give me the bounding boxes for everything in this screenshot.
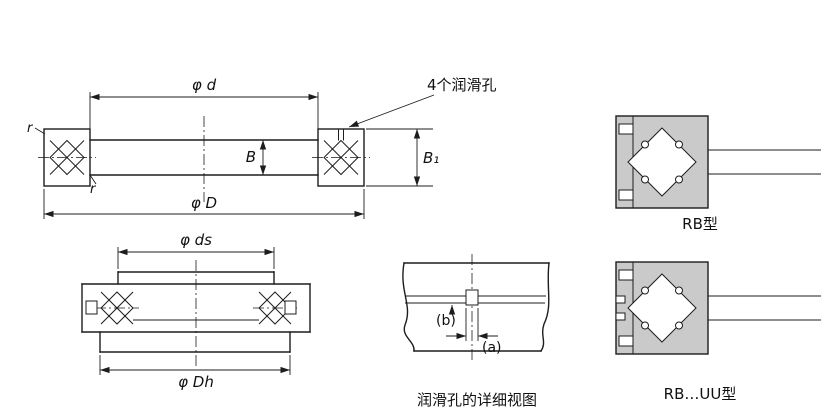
- rb-uu-type-section-view: RB…UU型: [615, 261, 821, 403]
- spacer-detail: [641, 286, 649, 295]
- spacer-detail: [675, 321, 683, 330]
- plug-detail: [284, 300, 297, 315]
- clamp-detail-top: [618, 123, 634, 135]
- break-line-left: [402, 262, 415, 352]
- dim-label-width-B1: B₁: [423, 149, 439, 167]
- chamfer-label-inner: r: [90, 182, 97, 197]
- roller-cross-line: [100, 291, 134, 325]
- lube-holes-leader-arrow: [348, 94, 435, 128]
- dim-label-outer-diameter: φ D: [191, 194, 217, 212]
- dim-label-bore-diameter: φ d: [192, 76, 217, 94]
- rb-uu-type-caption: RB…UU型: [664, 385, 737, 403]
- clamp-detail-top: [618, 269, 634, 281]
- mounting-cross-section-view: φ ds φ Dh: [81, 231, 311, 391]
- spacer-detail: [641, 321, 649, 330]
- chamfer-label-outer: r: [27, 121, 34, 136]
- crossed-roller-left: [49, 139, 85, 176]
- detail-view-caption: 润滑孔的详细视图: [417, 391, 537, 409]
- main-cross-section-view: φ d φ D B B₁ r r 4个润滑孔: [27, 76, 497, 219]
- spacer-detail: [641, 175, 649, 184]
- rb-type-caption: RB型: [682, 215, 718, 233]
- clamp-detail-bottom: [618, 189, 634, 201]
- spacer-detail: [641, 140, 649, 149]
- lube-hole-detail-view: (a) (b) 润滑孔的详细视图: [402, 254, 550, 409]
- spacer-detail: [675, 286, 683, 295]
- roller-cross-line: [258, 291, 292, 325]
- lube-hole-opening: [465, 289, 479, 306]
- spacer-detail: [675, 140, 683, 149]
- plug-detail: [85, 300, 98, 315]
- dim-label-a: (a): [482, 340, 502, 356]
- roller-cross-line: [323, 140, 359, 175]
- rb-type-section-view: RB型: [615, 115, 821, 233]
- clamp-detail-bottom: [618, 335, 634, 347]
- seal-detail-top: [615, 295, 626, 304]
- dim-label-width-B: B: [246, 148, 256, 166]
- seal-detail-bottom: [615, 312, 626, 321]
- crossed-roller-right: [323, 139, 359, 176]
- spacer-detail: [675, 175, 683, 184]
- roller-cross-line: [49, 140, 85, 175]
- break-line-right: [540, 262, 550, 352]
- dim-label-ds: φ ds: [180, 231, 212, 249]
- leader-line: [89, 174, 97, 185]
- ring-section-right: [317, 128, 365, 187]
- leader-line: [34, 127, 46, 135]
- dim-label-b: (b): [436, 313, 456, 329]
- lube-holes-note: 4个润滑孔: [427, 76, 497, 94]
- ring-section-left: [43, 128, 91, 187]
- crossed-roller-left: [100, 291, 134, 325]
- dim-label-Dh: φ Dh: [178, 373, 214, 391]
